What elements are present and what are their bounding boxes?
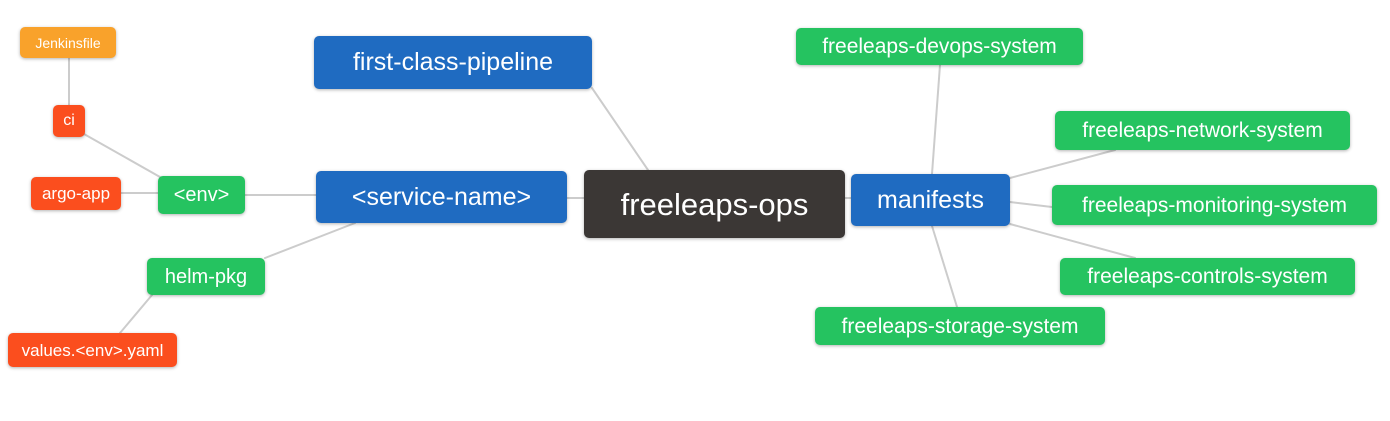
node-network-system[interactable]: freeleaps-network-system — [1055, 111, 1350, 150]
node-env[interactable]: <env> — [158, 176, 245, 214]
node-label-first-class-pipeline: first-class-pipeline — [352, 48, 554, 76]
edge-helm-pkg-to-values-env-yaml — [119, 294, 153, 334]
edge-manifests-to-network-system — [1009, 149, 1116, 179]
edge-ci-to-env — [83, 133, 161, 178]
node-label-freeleaps-ops: freeleaps-ops — [620, 186, 809, 222]
node-label-devops-system: freeleaps-devops-system — [822, 35, 1057, 58]
node-label-network-system: freeleaps-network-system — [1082, 119, 1323, 142]
node-label-monitoring-system: freeleaps-monitoring-system — [1082, 193, 1347, 217]
node-manifests[interactable]: manifests — [851, 174, 1010, 226]
edge-service-name-to-helm-pkg — [264, 222, 356, 259]
node-label-jenkinsfile: Jenkinsfile — [35, 34, 101, 51]
node-label-controls-system: freeleaps-controls-system — [1087, 265, 1328, 288]
edge-first-class-pipeline-to-freeleaps-ops — [591, 87, 649, 171]
edge-manifests-to-controls-system — [1009, 223, 1136, 259]
node-storage-system[interactable]: freeleaps-storage-system — [815, 307, 1105, 345]
node-freeleaps-ops[interactable]: freeleaps-ops — [584, 170, 845, 238]
node-devops-system[interactable]: freeleaps-devops-system — [796, 28, 1083, 65]
node-helm-pkg[interactable]: helm-pkg — [147, 258, 265, 295]
node-values-env-yaml[interactable]: values.<env>.yaml — [8, 333, 177, 367]
edge-manifests-to-devops-system — [931, 64, 941, 175]
node-controls-system[interactable]: freeleaps-controls-system — [1060, 258, 1355, 295]
node-jenkinsfile[interactable]: Jenkinsfile — [20, 27, 116, 58]
node-label-ci: ci — [63, 112, 75, 129]
edge-manifests-to-storage-system — [931, 225, 958, 308]
node-monitoring-system[interactable]: freeleaps-monitoring-system — [1052, 185, 1377, 225]
node-label-env: <env> — [173, 184, 230, 206]
node-label-service-name: <service-name> — [351, 182, 532, 211]
node-label-storage-system: freeleaps-storage-system — [841, 314, 1079, 338]
node-ci[interactable]: ci — [53, 105, 85, 137]
node-first-class-pipeline[interactable]: first-class-pipeline — [314, 36, 592, 89]
node-label-argo-app: argo-app — [41, 184, 111, 203]
node-label-helm-pkg: helm-pkg — [164, 265, 248, 288]
node-argo-app[interactable]: argo-app — [31, 177, 121, 210]
edge-manifests-to-monitoring-system — [1009, 201, 1053, 208]
node-label-manifests: manifests — [877, 185, 984, 214]
node-service-name[interactable]: <service-name> — [316, 171, 567, 223]
node-label-values-env-yaml: values.<env>.yaml — [21, 340, 164, 360]
